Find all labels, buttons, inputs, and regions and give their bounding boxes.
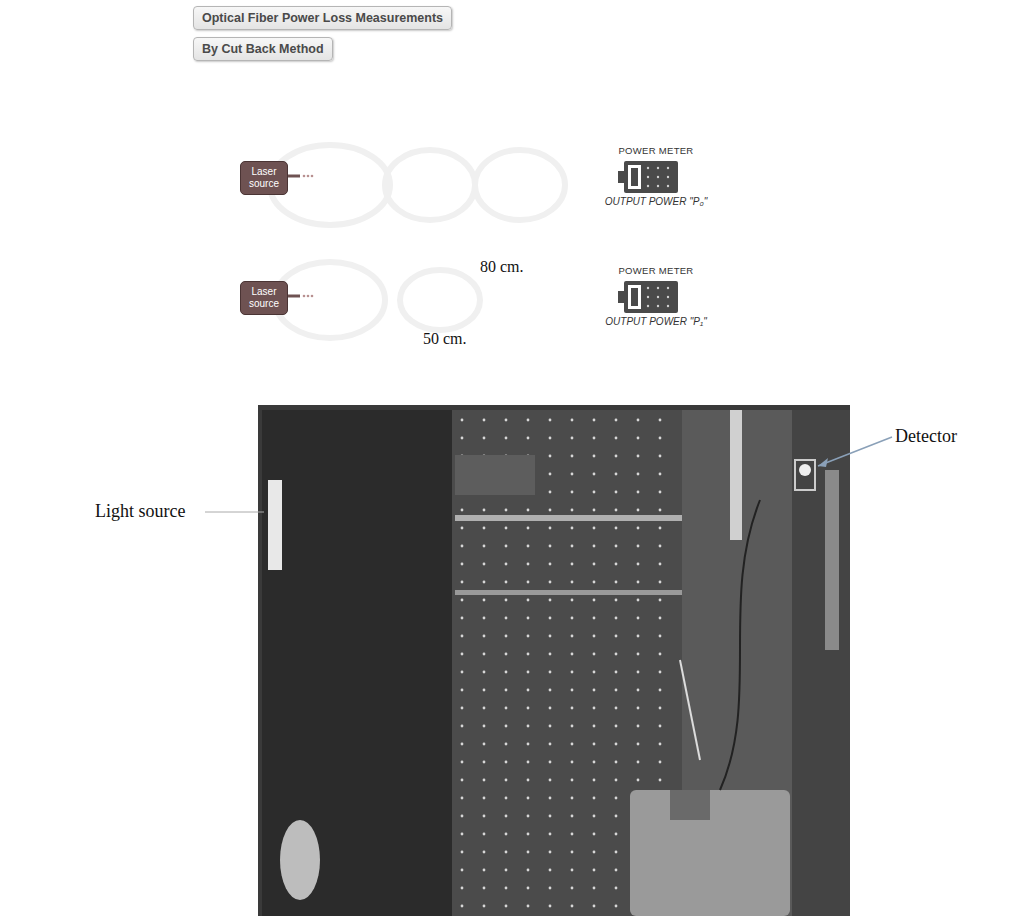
device-label: Laser source [245,166,283,190]
device-label: Laser source [245,286,283,310]
output-label: OUTPUT POWER "P₀" [591,196,721,208]
leader-line [818,437,892,466]
power-meter-icon [618,161,678,193]
title-text: By Cut Back Method [202,42,324,56]
lab-photo [258,405,850,916]
power-meter-icon [618,281,678,313]
title-text: Optical Fiber Power Loss Measurements [202,11,443,25]
laser-beam [303,175,314,298]
leader-arrowhead [818,458,828,467]
laser-source: Laser source [240,161,288,195]
length-label: 80 cm. [480,258,524,276]
laser-connector [288,176,300,296]
fiber-coil [270,145,565,338]
title-box: By Cut Back Method [193,37,333,61]
laser-source: Laser source [240,281,288,315]
power-meter: POWER METER OUTPUT POWER "P₀" [591,145,721,208]
title-box: Optical Fiber Power Loss Measurements [193,6,452,30]
leader-line [205,512,264,513]
callout-label: Light source [95,501,185,522]
length-label: 50 cm. [423,330,467,348]
device-heading: POWER METER [591,145,721,156]
callout-label: Detector [895,426,957,447]
power-meter: POWER METER OUTPUT POWER "P₁" [591,265,721,328]
device-heading: POWER METER [591,265,721,276]
output-label: OUTPUT POWER "P₁" [591,316,721,328]
